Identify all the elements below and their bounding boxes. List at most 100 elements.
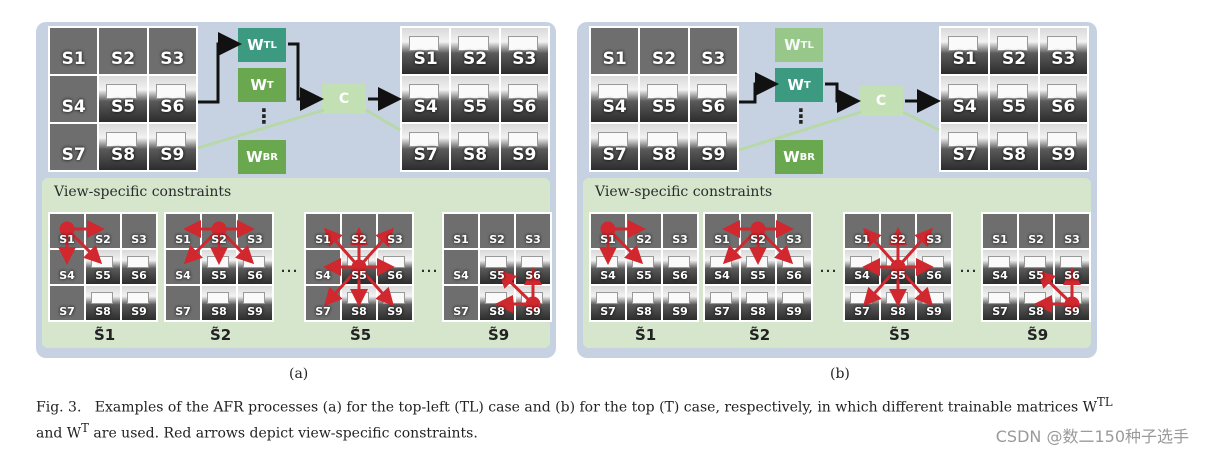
flow-arrow [739, 72, 779, 104]
view-cell: S7 [402, 124, 450, 170]
view-cell: S2 [640, 28, 688, 74]
view-cell: S7 [591, 286, 625, 320]
view-cell: S9 [122, 286, 156, 320]
view-cell: S4 [983, 250, 1017, 284]
view-cell: S3 [148, 28, 196, 74]
mini-label: S̃1 [94, 326, 116, 344]
view-cell: S7 [50, 124, 98, 170]
input-view-grid: S1 S2 S3 S4 S5 S6 S7 S8 S9 [589, 26, 739, 172]
faded-connector [365, 108, 401, 132]
view-cell: S2 [1019, 214, 1053, 248]
faded-connector [902, 110, 940, 132]
view-cell: S8 [451, 124, 499, 170]
horizontal-ellipsis: … [420, 256, 438, 277]
flow-arrow [825, 82, 861, 113]
view-cell: S8 [640, 124, 688, 170]
mini-label: S̃2 [210, 326, 232, 344]
view-cell: S9 [689, 124, 737, 170]
view-cell: S9 [663, 286, 697, 320]
view-cell: S8 [202, 286, 236, 320]
view-cell: S9 [1039, 124, 1087, 170]
view-cell: S2 [990, 28, 1038, 74]
view-cell: S7 [591, 124, 639, 170]
flow-arrow [288, 42, 324, 111]
constraint-arrows-s1 [58, 220, 105, 265]
panel-b-label: (b) [830, 366, 850, 382]
view-cell: S7 [705, 286, 739, 320]
constraints-title: View-specific constraints [595, 184, 773, 200]
view-cell: S5 [480, 250, 514, 284]
view-cell: S4 [402, 76, 450, 122]
view-cell: S6 [148, 76, 196, 122]
view-cell: S7 [941, 124, 989, 170]
constraint-arrows-s9 [1034, 267, 1081, 313]
mini-label: S̃5 [350, 326, 372, 344]
view-cell: S9 [500, 124, 548, 170]
view-cell: S2 [480, 214, 514, 248]
panel-a-arrows [58, 32, 542, 313]
view-cell: S1 [591, 28, 639, 74]
caption-text: Examples of the AFR processes (a) for th… [94, 399, 1098, 416]
view-cell: S5 [640, 76, 688, 122]
view-cell: S6 [122, 250, 156, 284]
mini-label: S̃5 [889, 326, 911, 344]
view-cell: S7 [166, 286, 200, 320]
view-cell: S1 [983, 214, 1017, 248]
panel-a-label: (a) [289, 366, 309, 382]
constraints-title: View-specific constraints [54, 184, 232, 200]
constraint-arrows-s2 [722, 220, 794, 265]
view-cell: S5 [451, 76, 499, 122]
view-cell: S9 [777, 286, 811, 320]
view-cell: S2 [451, 28, 499, 74]
caption-sup-tl: TL [1097, 395, 1113, 409]
faded-connector [738, 110, 862, 152]
view-cell: S9 [238, 286, 272, 320]
view-cell: S2 [99, 28, 147, 74]
caption-end: are used. Red arrows depict view-specifi… [88, 425, 478, 442]
view-cell: S3 [516, 214, 550, 248]
view-cell: S1 [444, 214, 478, 248]
view-cell: S4 [50, 250, 84, 284]
constraint-arrows-s5 [323, 227, 395, 307]
flow-arrow [198, 32, 242, 104]
view-cell: S4 [591, 76, 639, 122]
view-cell: S3 [1055, 214, 1089, 248]
view-cell: S8 [99, 124, 147, 170]
view-cell: S8 [741, 286, 775, 320]
vertical-ellipsis: ⋮ [791, 104, 811, 128]
vertical-ellipsis: ⋮ [254, 104, 274, 128]
mini-label: S̃2 [749, 326, 771, 344]
watermark: CSDN @数二150种子选手 [995, 427, 1189, 446]
view-cell: S5 [990, 76, 1038, 122]
view-cell: S7 [444, 286, 478, 320]
view-cell: S3 [122, 214, 156, 248]
view-cell: S8 [627, 286, 661, 320]
view-cell: S3 [663, 214, 697, 248]
horizontal-ellipsis: … [819, 256, 837, 277]
view-cell: S1 [50, 28, 98, 74]
view-cell: S6 [777, 250, 811, 284]
view-cell: S8 [86, 286, 120, 320]
view-cell: S7 [983, 286, 1017, 320]
view-cell: S1 [402, 28, 450, 74]
view-cell: S4 [50, 76, 98, 122]
combine-block: C [322, 84, 366, 114]
mini-label: S̃1 [635, 326, 657, 344]
view-cell: S6 [689, 76, 737, 122]
view-cell: S3 [689, 28, 737, 74]
caption-prefix: Fig. 3. [36, 399, 82, 416]
faded-connector [197, 108, 325, 150]
caption-sup-t: T [81, 420, 89, 435]
constraint-arrows-s1 [599, 220, 646, 265]
output-view-grid: S1 S2 S3 S4 S5 S6 S7 S8 S9 [400, 26, 550, 172]
view-cell: S9 [148, 124, 196, 170]
constraint-arrows-s9 [495, 267, 542, 313]
mini-label: S̃9 [1027, 326, 1049, 344]
